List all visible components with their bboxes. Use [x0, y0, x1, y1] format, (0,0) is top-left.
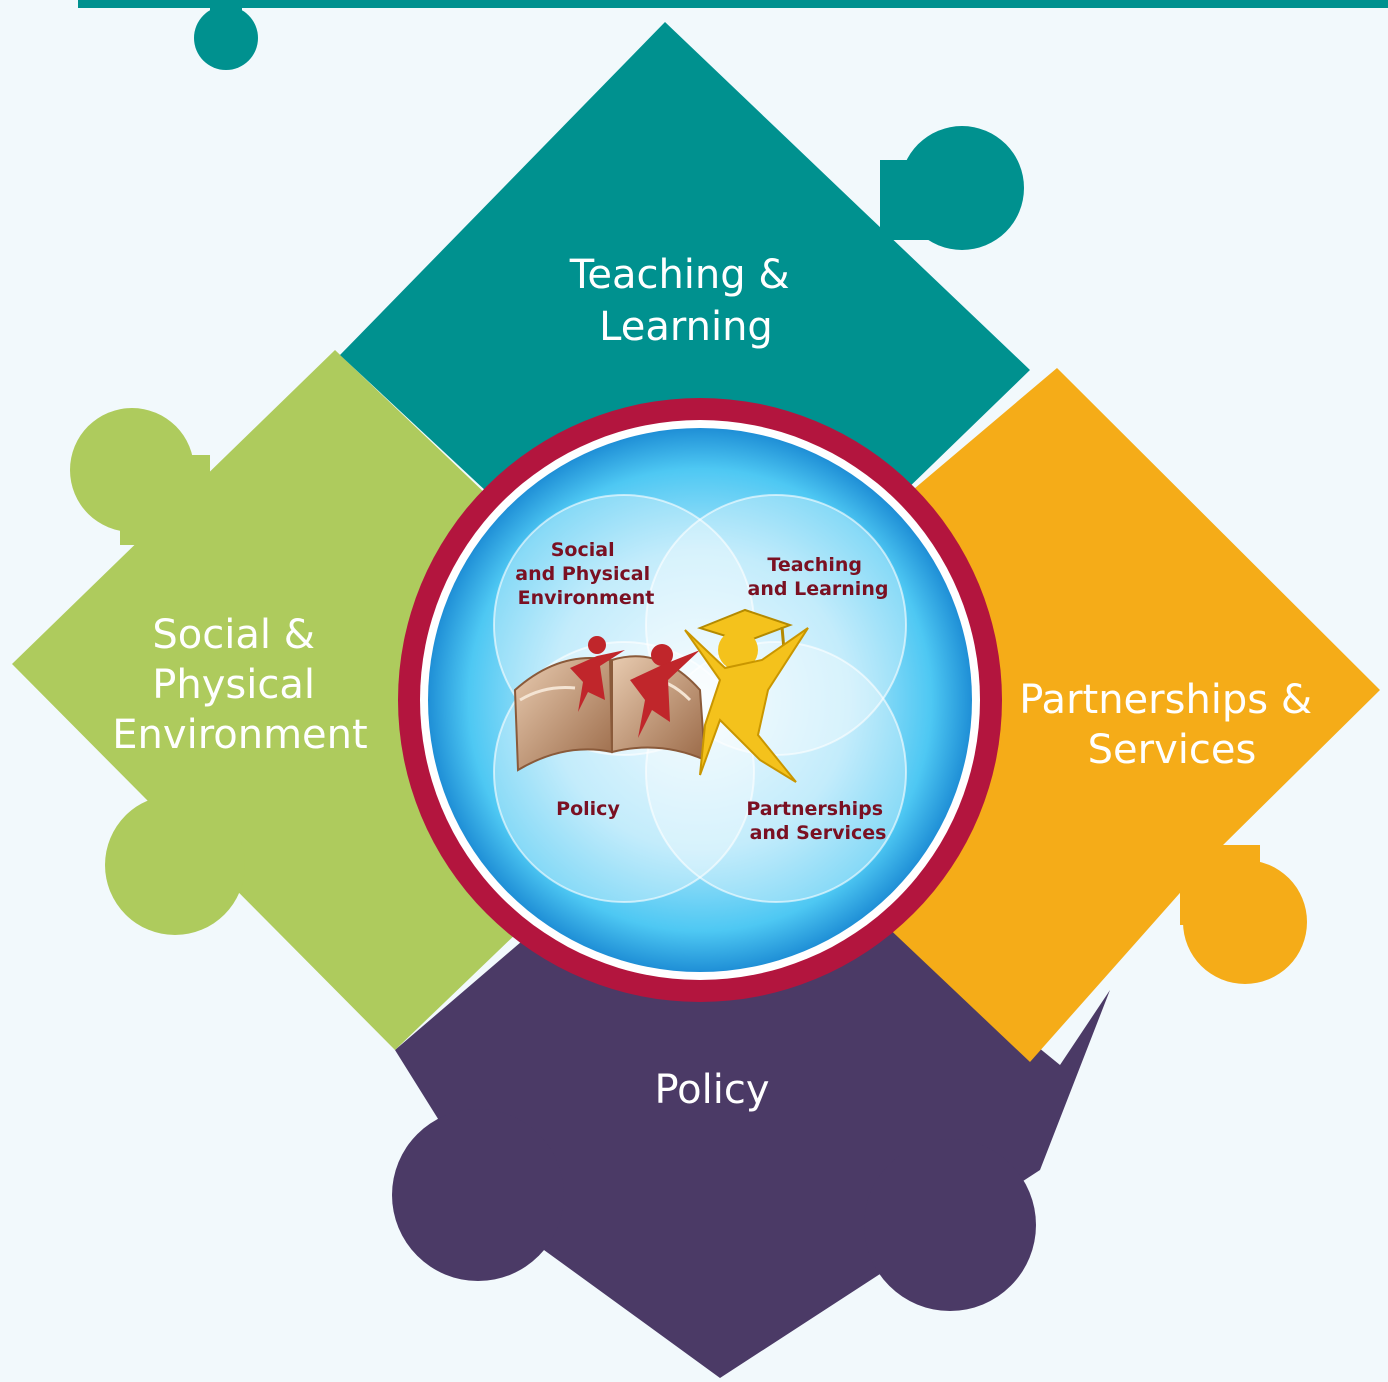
label-teaching-learning: Teaching & Learning	[569, 252, 803, 350]
label-policy: Policy	[654, 1067, 769, 1113]
venn-label-teaching: Teaching and Learning	[748, 554, 889, 600]
venn-label-partnerships: Partnerships and Services	[746, 798, 889, 844]
puzzle-piece-social-physical	[12, 350, 555, 1050]
label-social-physical: Social & Physical Environment	[112, 612, 367, 758]
top-strip	[78, 0, 1388, 70]
label-partnerships: Partnerships & Services	[1019, 677, 1325, 773]
open-book-icon	[513, 636, 707, 772]
puzzle-piece-partnerships	[830, 368, 1380, 1062]
venn-label-social: Social and Physical Environment	[515, 539, 656, 609]
student-graduate-icon	[684, 608, 809, 783]
venn-label-policy: Policy	[556, 798, 620, 820]
